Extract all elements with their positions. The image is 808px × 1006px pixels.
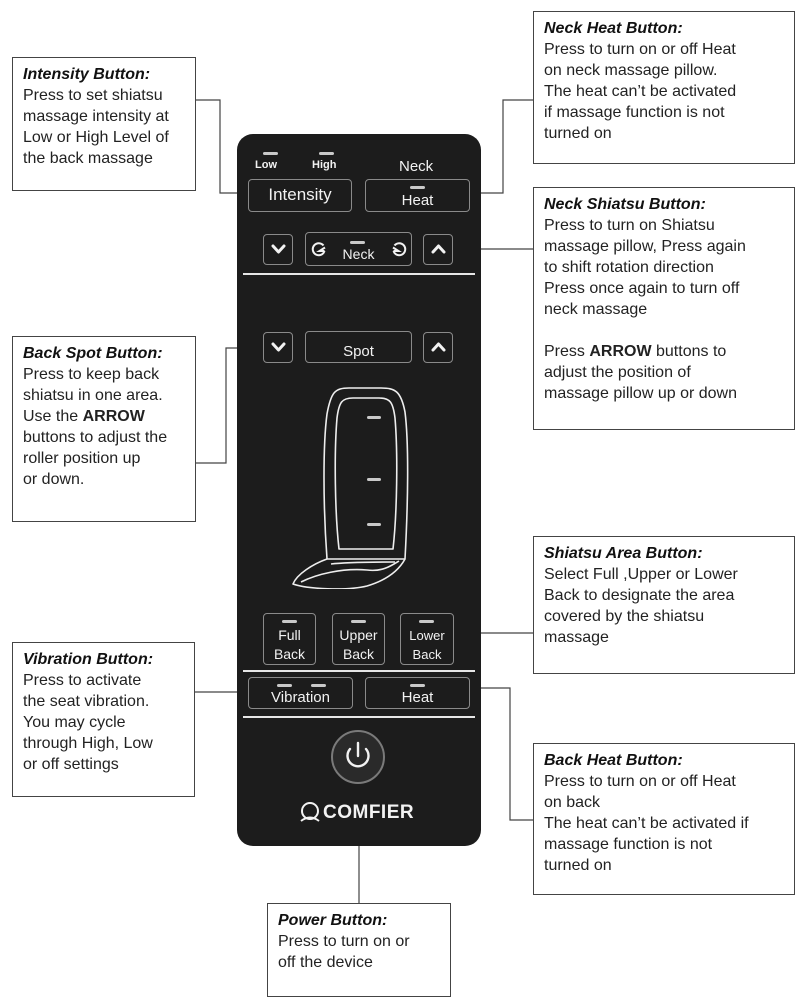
seat-led-lower [367, 523, 381, 526]
power-icon [346, 741, 370, 768]
callout-title: Shiatsu Area Button: [544, 545, 703, 562]
neck-shiatsu-callout: Neck Shiatsu Button: Press to turn on Sh… [533, 187, 795, 430]
chevron-up-icon [431, 244, 445, 254]
divider [243, 716, 475, 718]
neck-heat-button-label: Heat [401, 192, 434, 209]
callout-text: Press to set shiatsu massage intensity a… [23, 87, 169, 167]
upper-back-led [351, 620, 366, 623]
low-label: Low [255, 159, 277, 171]
intensity-connector [196, 99, 248, 194]
neck-label: Neck [399, 158, 434, 175]
spot-up-button[interactable] [423, 332, 453, 363]
intensity-callout: Intensity Button: Press to set shiatsu m… [12, 57, 196, 191]
rotate-ccw-icon [311, 242, 326, 257]
callout-text: Press to turn on or off the device [278, 933, 410, 971]
vibration-button[interactable]: Vibration [248, 677, 353, 709]
callout-text: Press to keep back shiatsu in one area. … [23, 366, 168, 488]
upper-back-button[interactable]: Upper Back [332, 613, 385, 665]
callout-text: Press to turn on or off Heat on neck mas… [544, 41, 737, 142]
shiatsu-area-callout: Shiatsu Area Button: Select Full ,Upper … [533, 536, 795, 674]
back-heat-led [410, 684, 425, 687]
brand-logo: COMFIER [323, 802, 415, 823]
vibration-button-label: Vibration [271, 689, 330, 706]
neck-heat-callout: Neck Heat Button: Press to turn on or of… [533, 11, 795, 164]
neck-up-button[interactable] [423, 234, 453, 265]
callout-text: Press to turn on Shiatsu massage pillow,… [544, 217, 746, 318]
back-heat-button-label: Heat [401, 689, 434, 706]
neck-down-button[interactable] [263, 234, 293, 265]
callout-title: Power Button: [278, 912, 388, 929]
full-back-button[interactable]: Full Back [263, 613, 316, 665]
chevron-down-icon [271, 244, 285, 254]
spot-button-label: Spot [343, 343, 374, 360]
callout-text: Press to turn on or off Heat on back The… [544, 773, 749, 874]
lower-back-button[interactable]: Lower Back [400, 613, 454, 665]
seat-led-middle [367, 478, 381, 481]
high-led [319, 152, 334, 155]
divider [243, 670, 475, 672]
neck-heat-led [410, 186, 425, 189]
low-led [263, 152, 278, 155]
callout-text: Press to activate the seat vibration. Yo… [23, 672, 153, 773]
spot-button[interactable]: Spot [305, 331, 412, 363]
back-spot-callout: Back Spot Button: Press to keep back shi… [12, 336, 196, 522]
callout-text: Select Full ,Upper or Lower Back to desi… [544, 566, 738, 646]
intensity-button-label: Intensity [268, 185, 332, 204]
neck-shiatsu-button[interactable]: Neck [305, 232, 412, 266]
vibration-callout: Vibration Button: Press to activate the … [12, 642, 195, 797]
back-heat-callout: Back Heat Button: Press to turn on or of… [533, 743, 795, 895]
spot-down-button[interactable] [263, 332, 293, 363]
divider [243, 273, 475, 275]
neck-shiatsu-button-label: Neck [342, 246, 375, 262]
neck-shiatsu-led [350, 241, 365, 244]
power-button[interactable] [331, 730, 385, 784]
full-back-button-label: Full Back [273, 627, 306, 662]
callout-title: Neck Shiatsu Button: [544, 196, 706, 213]
back-heat-button[interactable]: Heat [365, 677, 470, 709]
power-callout: Power Button: Press to turn on or off th… [267, 903, 451, 997]
lower-back-button-label: Lower Back [409, 628, 445, 662]
neck-heat-button[interactable]: Heat [365, 179, 470, 212]
rotate-cw-icon [392, 242, 407, 257]
chevron-up-icon [431, 342, 445, 352]
callout-title: Neck Heat Button: [544, 20, 683, 37]
callout-title: Intensity Button: [23, 66, 151, 83]
remote-control: Low High Neck Intensity Heat Neck Spot [237, 134, 481, 846]
callout-title: Back Heat Button: [544, 752, 683, 769]
massage-seat-icon [292, 387, 409, 589]
upper-back-button-label: Upper Back [339, 627, 378, 662]
full-back-led [282, 620, 297, 623]
vibration-led-low [277, 684, 292, 687]
intensity-button[interactable]: Intensity [248, 179, 352, 212]
comfier-logo-icon [300, 802, 320, 822]
callout-title: Back Spot Button: [23, 345, 163, 362]
seat-led-upper [367, 416, 381, 419]
callout-arrow-text: Press ARROW buttons to adjust the positi… [544, 343, 737, 402]
callout-title: Vibration Button: [23, 651, 154, 668]
neck-heat-connector [470, 99, 533, 194]
lower-back-led [419, 620, 434, 623]
back-heat-connector [470, 687, 533, 821]
vibration-led-high [311, 684, 326, 687]
high-label: High [312, 159, 337, 171]
chevron-down-icon [271, 342, 285, 352]
